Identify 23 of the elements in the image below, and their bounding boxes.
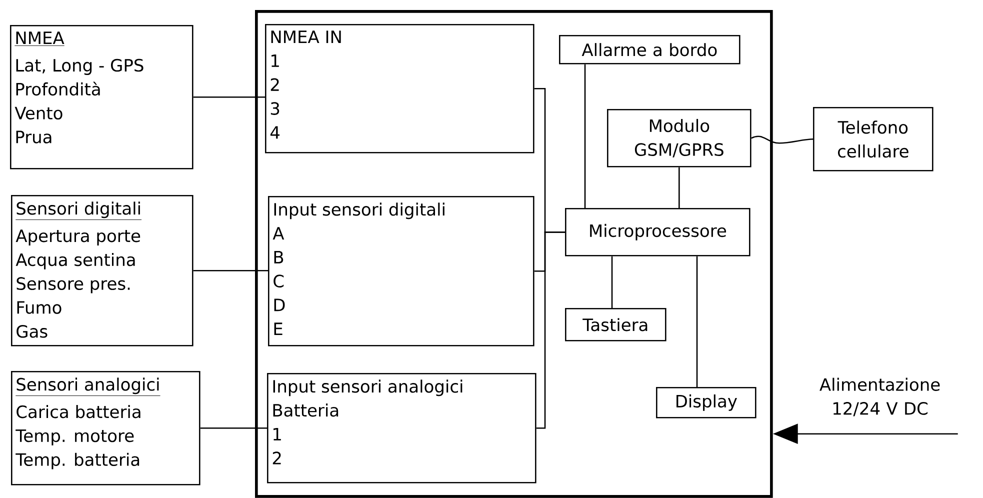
device-enclosure	[255, 10, 773, 498]
connector-line	[584, 64, 586, 208]
connector-line	[751, 136, 814, 144]
sensor-list-box: NMEA Lat, Long - GPS Profondità Vento Prua	[10, 25, 194, 170]
edge-label: Alimentazione 12/24 V DC	[808, 376, 952, 418]
module-box: Allarme a bordo	[559, 35, 740, 64]
connector-line	[200, 428, 267, 429]
input-block: NMEA IN 1 2 3 4	[265, 24, 534, 154]
module-box: Tastiera	[565, 308, 666, 342]
input-block: Input sensori analogici Batteria 1 2	[267, 373, 536, 484]
connector-line	[611, 256, 613, 308]
module-box: Telefono cellulare	[813, 107, 934, 172]
connector-line	[193, 270, 268, 272]
module-box: Microprocessore	[565, 208, 750, 256]
connector-line	[678, 167, 680, 208]
sensor-list-box: Sensori analogici Carica batteria Temp. motore Temp. batteria	[11, 371, 200, 486]
input-block: Input sensori digitali A B C D E	[268, 196, 534, 346]
connector-line	[696, 256, 698, 387]
module-box: Modulo GSM/GPRS	[607, 109, 752, 168]
connector-line	[536, 232, 565, 429]
sensor-list-box: Sensori digitali Apertura porte Acqua sentina Sensore pres. Fumo Gas	[11, 195, 194, 346]
module-box: Display	[656, 387, 756, 418]
connector-line	[193, 96, 265, 98]
